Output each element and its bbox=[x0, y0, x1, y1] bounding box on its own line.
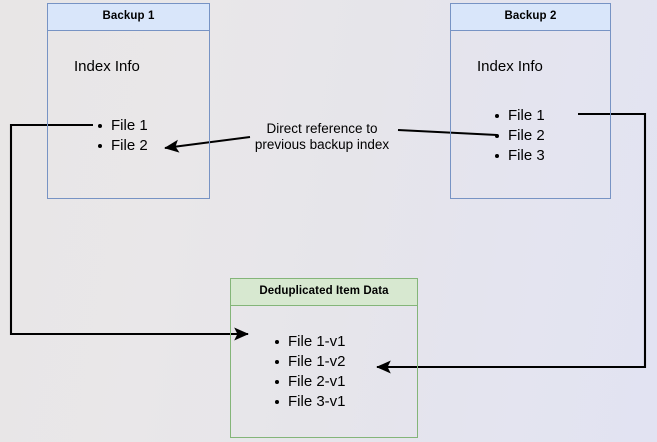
list-item: File 1 bbox=[96, 116, 148, 136]
node-backup-1-header: Backup 1 bbox=[48, 4, 209, 31]
node-backup-2-file-list: File 1 File 2 File 3 bbox=[493, 106, 545, 166]
edge-backup1-to-dedup bbox=[9, 123, 249, 341]
list-item: File 3-v1 bbox=[273, 392, 346, 412]
node-backup-1-body: Index Info File 1 File 2 bbox=[48, 31, 209, 199]
node-backup-1[interactable]: Backup 1 Index Info File 1 File 2 bbox=[47, 3, 210, 199]
list-item: File 1-v2 bbox=[273, 352, 346, 372]
node-backup-1-file-list: File 1 File 2 bbox=[96, 116, 148, 156]
node-backup-2-body: Index Info File 1 File 2 File 3 bbox=[451, 31, 610, 199]
node-backup-2[interactable]: Backup 2 Index Info File 1 File 2 File 3 bbox=[450, 3, 611, 199]
node-backup-2-index-info-label: Index Info bbox=[477, 57, 543, 75]
list-item: File 3 bbox=[493, 146, 545, 166]
node-deduplicated-item-data-file-list: File 1-v1 File 1-v2 File 2-v1 File 3-v1 bbox=[273, 332, 346, 412]
node-deduplicated-item-data-header: Deduplicated Item Data bbox=[231, 279, 417, 306]
node-backup-2-header: Backup 2 bbox=[451, 4, 610, 31]
list-item: File 2 bbox=[96, 136, 148, 156]
list-item: File 1-v1 bbox=[273, 332, 346, 352]
list-item: File 2 bbox=[493, 126, 545, 146]
list-item: File 2-v1 bbox=[273, 372, 346, 392]
edge-backup2-to-backup1 bbox=[164, 128, 498, 153]
node-backup-1-index-info-label: Index Info bbox=[74, 57, 140, 75]
list-item: File 1 bbox=[493, 106, 545, 126]
node-deduplicated-item-data-body: File 1-v1 File 1-v2 File 2-v1 File 3-v1 bbox=[231, 306, 417, 438]
edge-backup2-to-dedup bbox=[376, 112, 647, 374]
node-deduplicated-item-data[interactable]: Deduplicated Item Data File 1-v1 File 1-… bbox=[230, 278, 418, 438]
